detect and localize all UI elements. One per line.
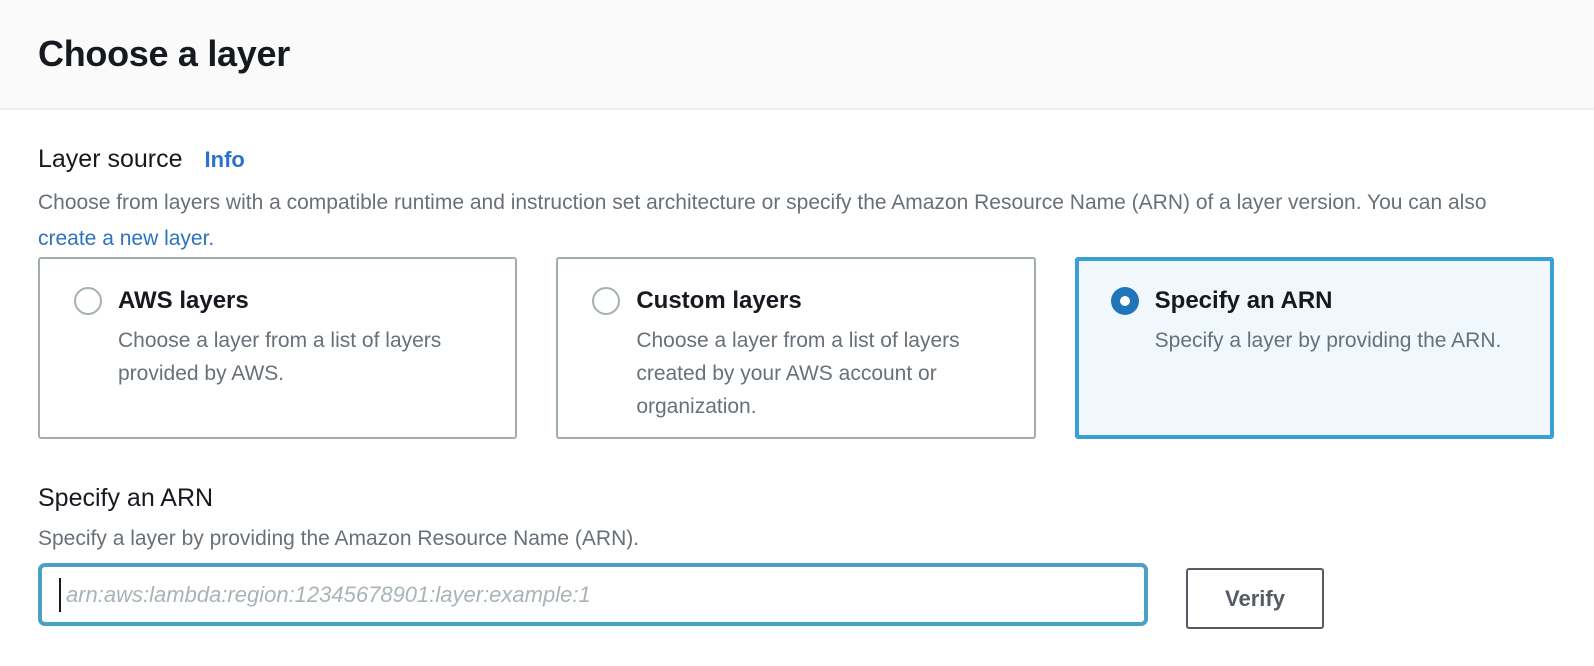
page-title: Choose a layer <box>38 33 290 74</box>
arn-input[interactable] <box>38 563 1148 626</box>
arn-input-wrapper <box>38 563 1148 626</box>
option-description: Choose a layer from a list of layers cre… <box>636 329 960 418</box>
specify-arn-description: Specify a layer by providing the Amazon … <box>38 527 640 550</box>
choose-a-layer-panel: Choose a layer Layer source Info Choose … <box>0 0 1594 629</box>
specify-arn-label: Specify an ARN <box>38 484 214 512</box>
layer-source-options: AWS layers Choose a layer from a list of… <box>38 257 1554 439</box>
layer-source-label-row: Layer source Info <box>38 144 1554 175</box>
specify-arn-label-row: Specify an ARN <box>38 483 1554 513</box>
arn-input-row: Verify <box>38 563 1554 629</box>
option-specify-arn[interactable]: Specify an ARN Specify a layer by provid… <box>1074 257 1554 439</box>
info-link[interactable]: Info <box>204 147 245 172</box>
option-description: Choose a layer from a list of layers pro… <box>118 329 442 385</box>
option-body: Specify an ARN Specify a layer by provid… <box>1155 285 1502 437</box>
option-body: AWS layers Choose a layer from a list of… <box>118 285 495 437</box>
option-title: Custom layers <box>636 287 802 314</box>
layer-source-label: Layer source <box>38 145 183 173</box>
verify-button[interactable]: Verify <box>1186 568 1324 629</box>
option-title: Specify an ARN <box>1154 287 1333 314</box>
option-custom-layers[interactable]: Custom layers Choose a layer from a list… <box>556 257 1036 439</box>
option-body: Custom layers Choose a layer from a list… <box>636 285 1013 437</box>
option-description: Specify a layer by providing the ARN. <box>1154 329 1502 352</box>
layer-source-description: Choose from layers with a compatible run… <box>38 185 1493 257</box>
option-aws-layers[interactable]: AWS layers Choose a layer from a list of… <box>38 257 518 439</box>
specify-arn-section: Specify an ARN Specify a layer by provid… <box>38 483 1554 629</box>
radio-checked-icon[interactable] <box>1110 287 1139 315</box>
panel-content: Layer source Info Choose from layers wit… <box>0 144 1594 629</box>
radio-unchecked-icon[interactable] <box>74 287 102 315</box>
layer-source-description-text: Choose from layers with a compatible run… <box>38 191 1487 214</box>
panel-header: Choose a layer <box>0 0 1594 110</box>
create-new-layer-link[interactable]: create a new layer. <box>38 227 215 250</box>
radio-unchecked-icon[interactable] <box>592 287 621 315</box>
text-cursor <box>59 577 61 612</box>
option-title: AWS layers <box>118 287 249 314</box>
layer-source-section: Layer source Info Choose from layers wit… <box>38 144 1554 439</box>
